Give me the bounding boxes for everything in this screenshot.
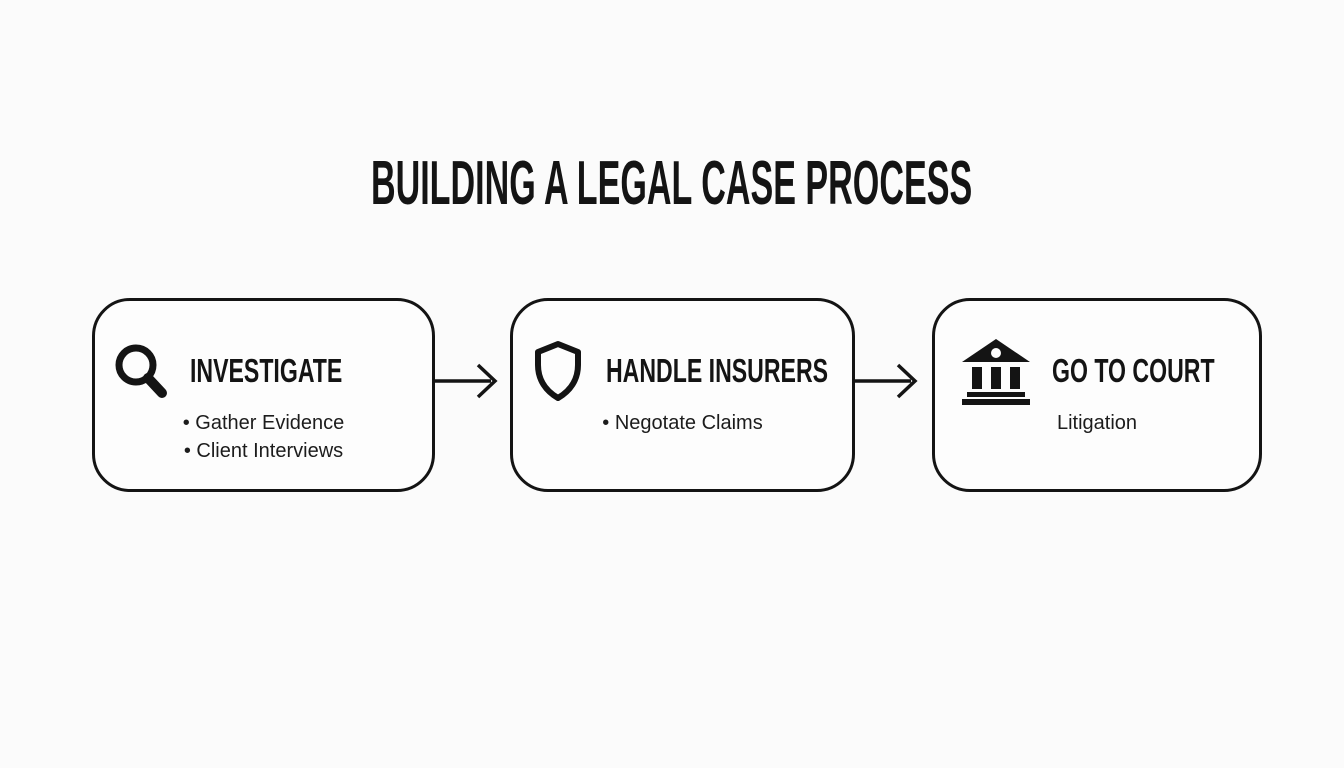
- step-header: INVESTIGATE: [111, 337, 408, 405]
- step-item: Litigation: [1056, 412, 1138, 434]
- step-heading: HANDLE INSURERS: [606, 352, 829, 389]
- step-item-list: Litigation: [935, 409, 1259, 437]
- step-item-list: Negotate Claims: [513, 409, 852, 437]
- step-header: GO TO COURT: [959, 337, 1284, 405]
- step-item-list: Gather Evidence Client Interviews: [95, 409, 432, 465]
- magnifier-icon: [111, 339, 171, 403]
- step-header: HANDLE INSURERS: [529, 337, 923, 405]
- shield-icon: [529, 339, 587, 403]
- step-item: Negotate Claims: [513, 409, 852, 437]
- arrow-right-icon: [853, 360, 919, 402]
- step-item: Gather Evidence: [95, 409, 432, 437]
- step-box-investigate: INVESTIGATE Gather Evidence Client Inter…: [92, 298, 435, 492]
- arrow-right-icon: [433, 360, 499, 402]
- page-title-row: BUILDING A LEGAL CASE PROCESS: [0, 148, 1344, 219]
- step-heading: INVESTIGATE: [190, 352, 343, 389]
- page-title: BUILDING A LEGAL CASE PROCESS: [371, 149, 973, 218]
- step-box-handle-insurers: HANDLE INSURERS Negotate Claims: [510, 298, 855, 492]
- step-item: Client Interviews: [95, 437, 432, 465]
- courthouse-icon: [959, 337, 1033, 405]
- step-box-go-to-court: GO TO COURT Litigation: [932, 298, 1262, 492]
- step-heading: GO TO COURT: [1052, 352, 1215, 389]
